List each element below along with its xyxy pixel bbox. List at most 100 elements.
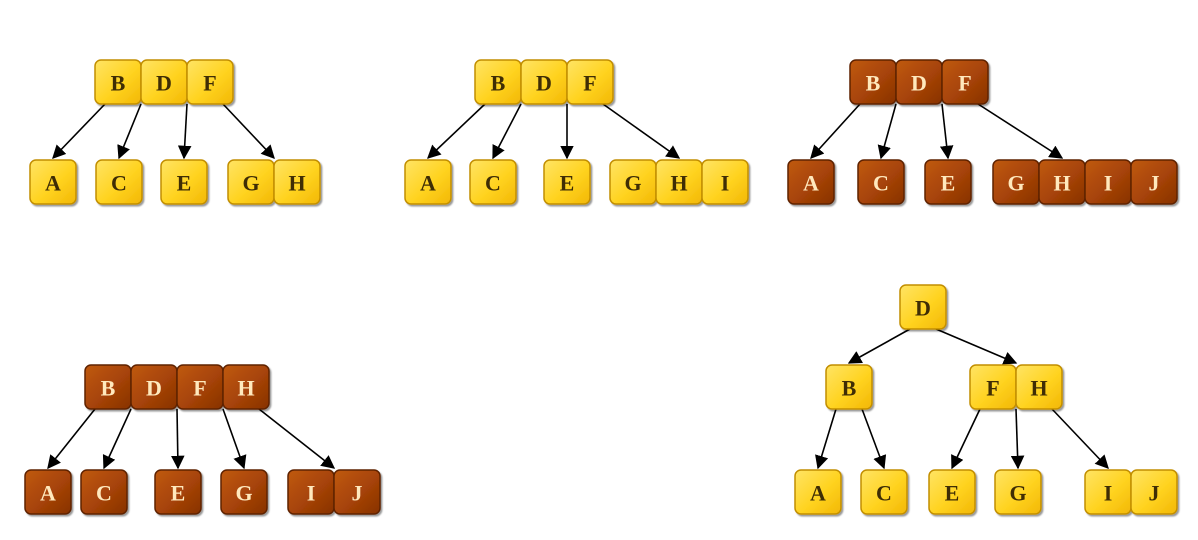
- btree-node-c: C: [469, 159, 517, 205]
- node-cell-label: G: [1007, 171, 1024, 196]
- node-cell-label: C: [876, 481, 892, 506]
- node-cell: [994, 469, 1042, 515]
- node-cell-label: H: [1053, 171, 1070, 196]
- node-cell-label: F: [986, 376, 999, 401]
- btree-node-e: E: [928, 469, 976, 515]
- btree-node-e: E: [160, 159, 208, 205]
- tree-edge-arrow: [602, 103, 681, 159]
- node-cell-label: G: [1009, 481, 1026, 506]
- node-cell-label: J: [1149, 171, 1160, 196]
- node-cell-label: B: [842, 376, 857, 401]
- tree-edge-arrow: [935, 328, 1018, 365]
- node-cell: [566, 59, 614, 105]
- tree-edge-arrow: [52, 103, 106, 159]
- btree-node-c: C: [80, 469, 128, 515]
- node-cell: [220, 469, 268, 515]
- node-cell: [24, 469, 72, 515]
- tree-edge-arrow: [951, 408, 981, 470]
- node-cell-label: I: [721, 171, 730, 196]
- node-cell-label: B: [866, 71, 881, 96]
- node-cell: [787, 159, 835, 205]
- node-cell-label: E: [560, 171, 575, 196]
- node-cell-label: J: [1149, 481, 1160, 506]
- node-cell: [404, 159, 452, 205]
- tree-edge-arrow: [117, 103, 142, 160]
- node-cell: [825, 364, 873, 410]
- node-cell-label: A: [810, 481, 826, 506]
- node-cell-label: F: [958, 71, 971, 96]
- node-cell: [186, 59, 234, 105]
- node-cell-label: G: [235, 481, 252, 506]
- btree-node-a: A: [794, 469, 842, 515]
- btree-node-a: A: [404, 159, 452, 205]
- node-cell-label: A: [45, 171, 61, 196]
- node-cell-label: B: [101, 376, 116, 401]
- node-cell-label: F: [583, 71, 596, 96]
- tree-edge-arrow: [222, 103, 275, 159]
- node-cell-label: F: [203, 71, 216, 96]
- node-cell: [857, 159, 905, 205]
- btree-node-c: C: [95, 159, 143, 205]
- node-cell-label: H: [288, 171, 305, 196]
- node-cell-label: G: [624, 171, 641, 196]
- node-cell-label: B: [111, 71, 126, 96]
- node-cell-label: B: [491, 71, 506, 96]
- node-cell-label: H: [670, 171, 687, 196]
- btree-node-c: C: [860, 469, 908, 515]
- node-cell: [1130, 159, 1178, 205]
- node-cell-label: C: [96, 481, 112, 506]
- btree-node-g: G: [994, 469, 1042, 515]
- node-cell: [928, 469, 976, 515]
- tree-edge-arrow: [939, 103, 954, 160]
- node-cell: [469, 159, 517, 205]
- node-cell: [860, 469, 908, 515]
- tree-edge-arrow: [810, 103, 861, 160]
- tree-edge-arrow: [1010, 408, 1025, 470]
- tree-edge-arrow: [877, 103, 897, 160]
- btree-node-e: E: [543, 159, 591, 205]
- btree-node-a: A: [24, 469, 72, 515]
- btree-node-ghi: G H I: [609, 159, 749, 205]
- btree-node-c: C: [857, 159, 905, 205]
- node-cell: [924, 159, 972, 205]
- node-cell-label: D: [911, 71, 927, 96]
- node-cell: [899, 284, 947, 330]
- node-cell-label: A: [803, 171, 819, 196]
- node-cell-label: J: [352, 481, 363, 506]
- node-cell-label: C: [111, 171, 127, 196]
- node-cell-label: D: [146, 376, 162, 401]
- tree-edge-arrow: [177, 103, 192, 160]
- node-cell: [80, 469, 128, 515]
- node-cell: [543, 159, 591, 205]
- btree-node-e: E: [154, 469, 202, 515]
- node-cell-label: I: [1104, 481, 1113, 506]
- tree-edge-arrow: [977, 103, 1064, 159]
- node-cell-label: C: [485, 171, 501, 196]
- node-cell: [29, 159, 77, 205]
- node-cell-label: E: [171, 481, 186, 506]
- btree-node-d: D: [899, 284, 947, 330]
- node-cell: [95, 159, 143, 205]
- node-cell: [273, 159, 321, 205]
- node-cell-label: H: [237, 376, 254, 401]
- node-cell-label: C: [873, 171, 889, 196]
- node-cell-label: I: [1104, 171, 1113, 196]
- node-cell-label: E: [941, 171, 956, 196]
- node-cell-label: D: [915, 296, 931, 321]
- tree-edge-arrow: [258, 408, 336, 469]
- btree-node-e: E: [924, 159, 972, 205]
- node-cell: [154, 469, 202, 515]
- node-cell-label: G: [242, 171, 259, 196]
- node-cell: [941, 59, 989, 105]
